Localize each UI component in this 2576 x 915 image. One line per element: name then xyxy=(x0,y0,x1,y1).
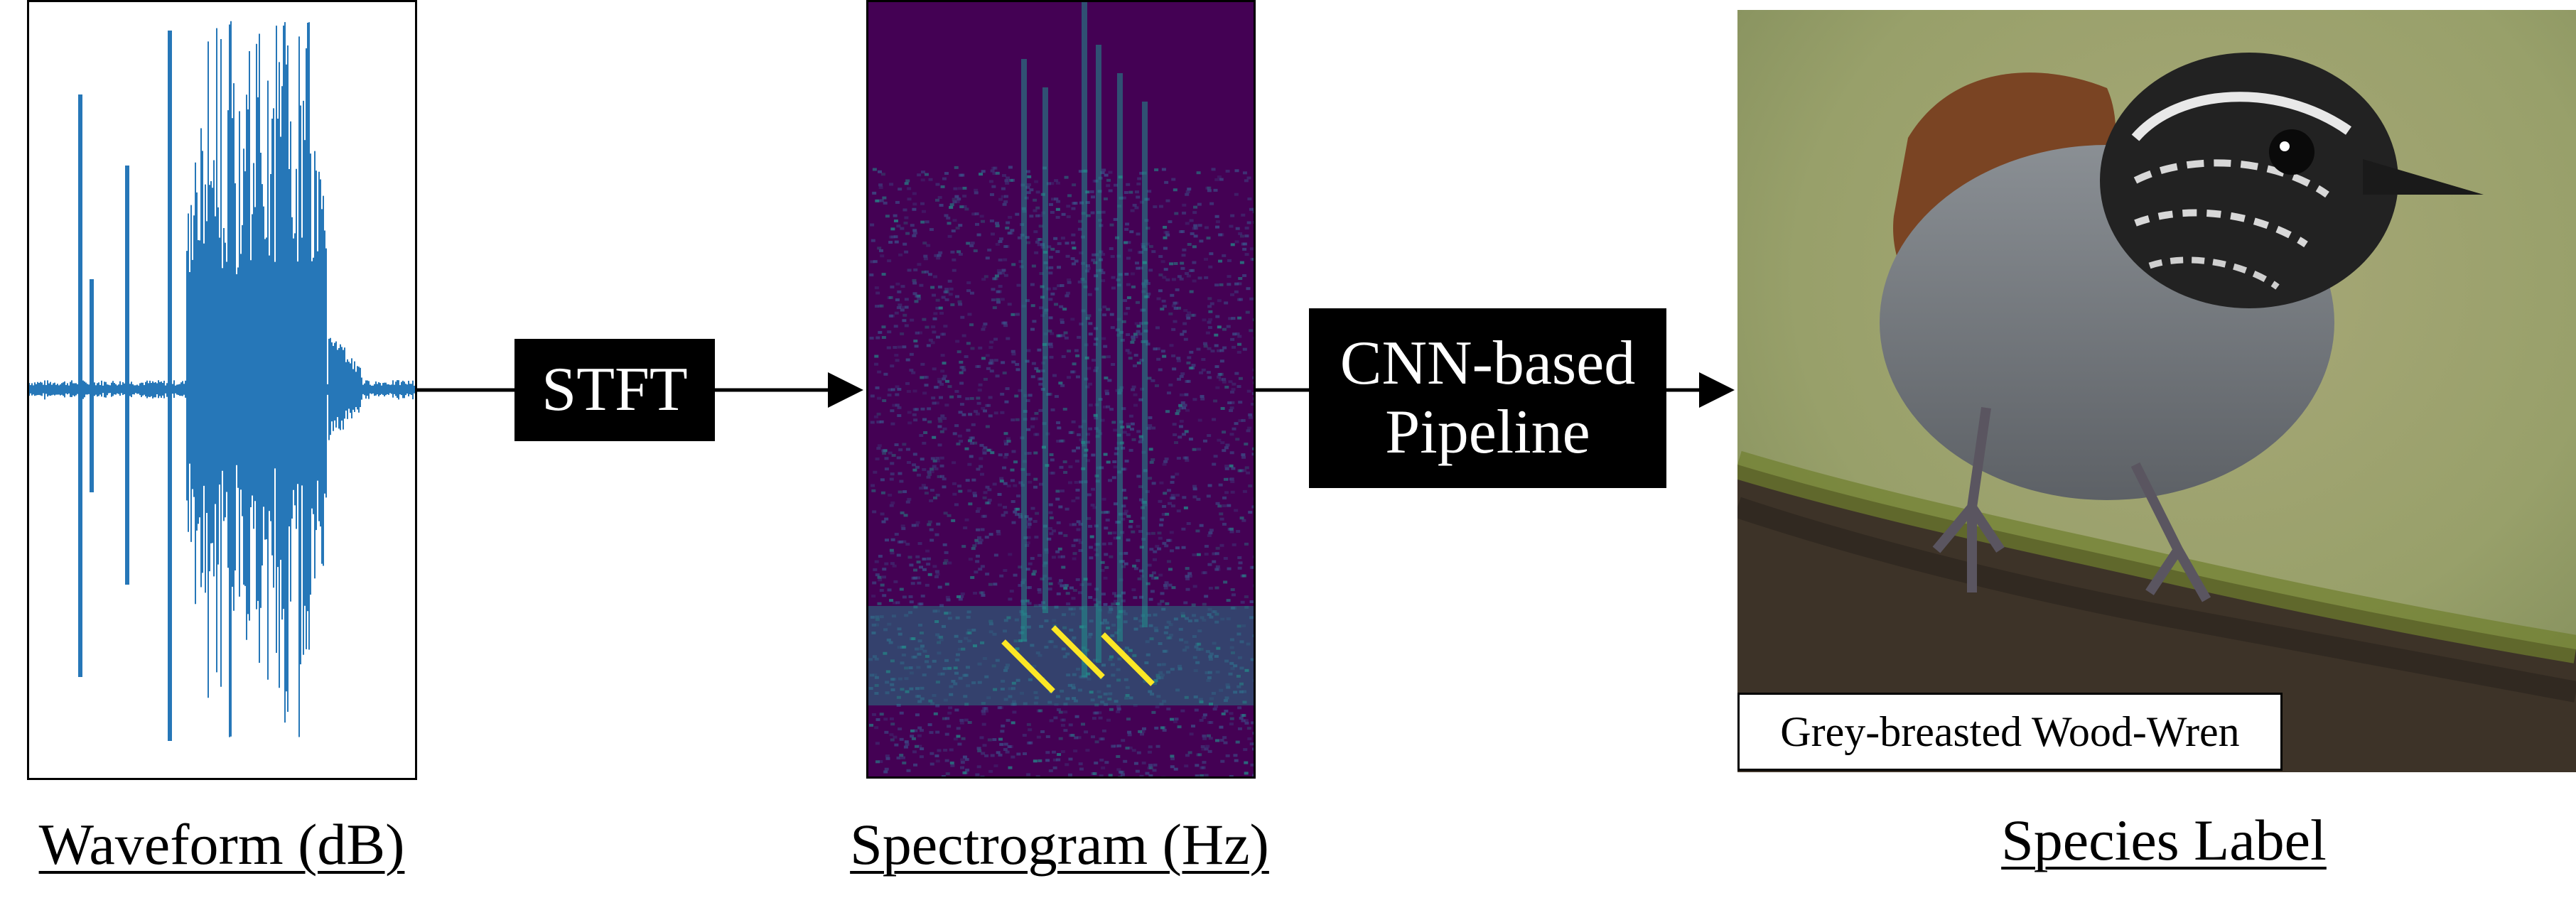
species-caption: Species Label xyxy=(2001,808,2327,872)
cnn-label-line1: CNN-based xyxy=(1340,328,1636,398)
spectrogram-caption: Spectrogram (Hz) xyxy=(850,812,1269,877)
spectrogram-panel xyxy=(866,0,1256,779)
cnn-pipeline-box: CNN-based Pipeline xyxy=(1309,308,1666,488)
cnn-label-line2: Pipeline xyxy=(1385,397,1590,467)
species-label-box: Grey-breasted Wood-Wren xyxy=(1737,693,2283,771)
waveform-panel xyxy=(27,0,417,780)
spectrogram-plot xyxy=(868,2,1254,776)
waveform-plot xyxy=(29,21,415,741)
waveform-trace xyxy=(29,21,415,741)
spectrogram-texture xyxy=(868,2,1254,776)
stft-label: STFT xyxy=(541,354,688,424)
bird-photo-panel xyxy=(1737,10,2576,772)
stft-box: STFT xyxy=(514,339,715,441)
bird-photo xyxy=(1737,10,2576,772)
species-label-text: Grey-breasted Wood-Wren xyxy=(1780,708,2240,755)
waveform-caption: Waveform (dB) xyxy=(38,812,405,877)
